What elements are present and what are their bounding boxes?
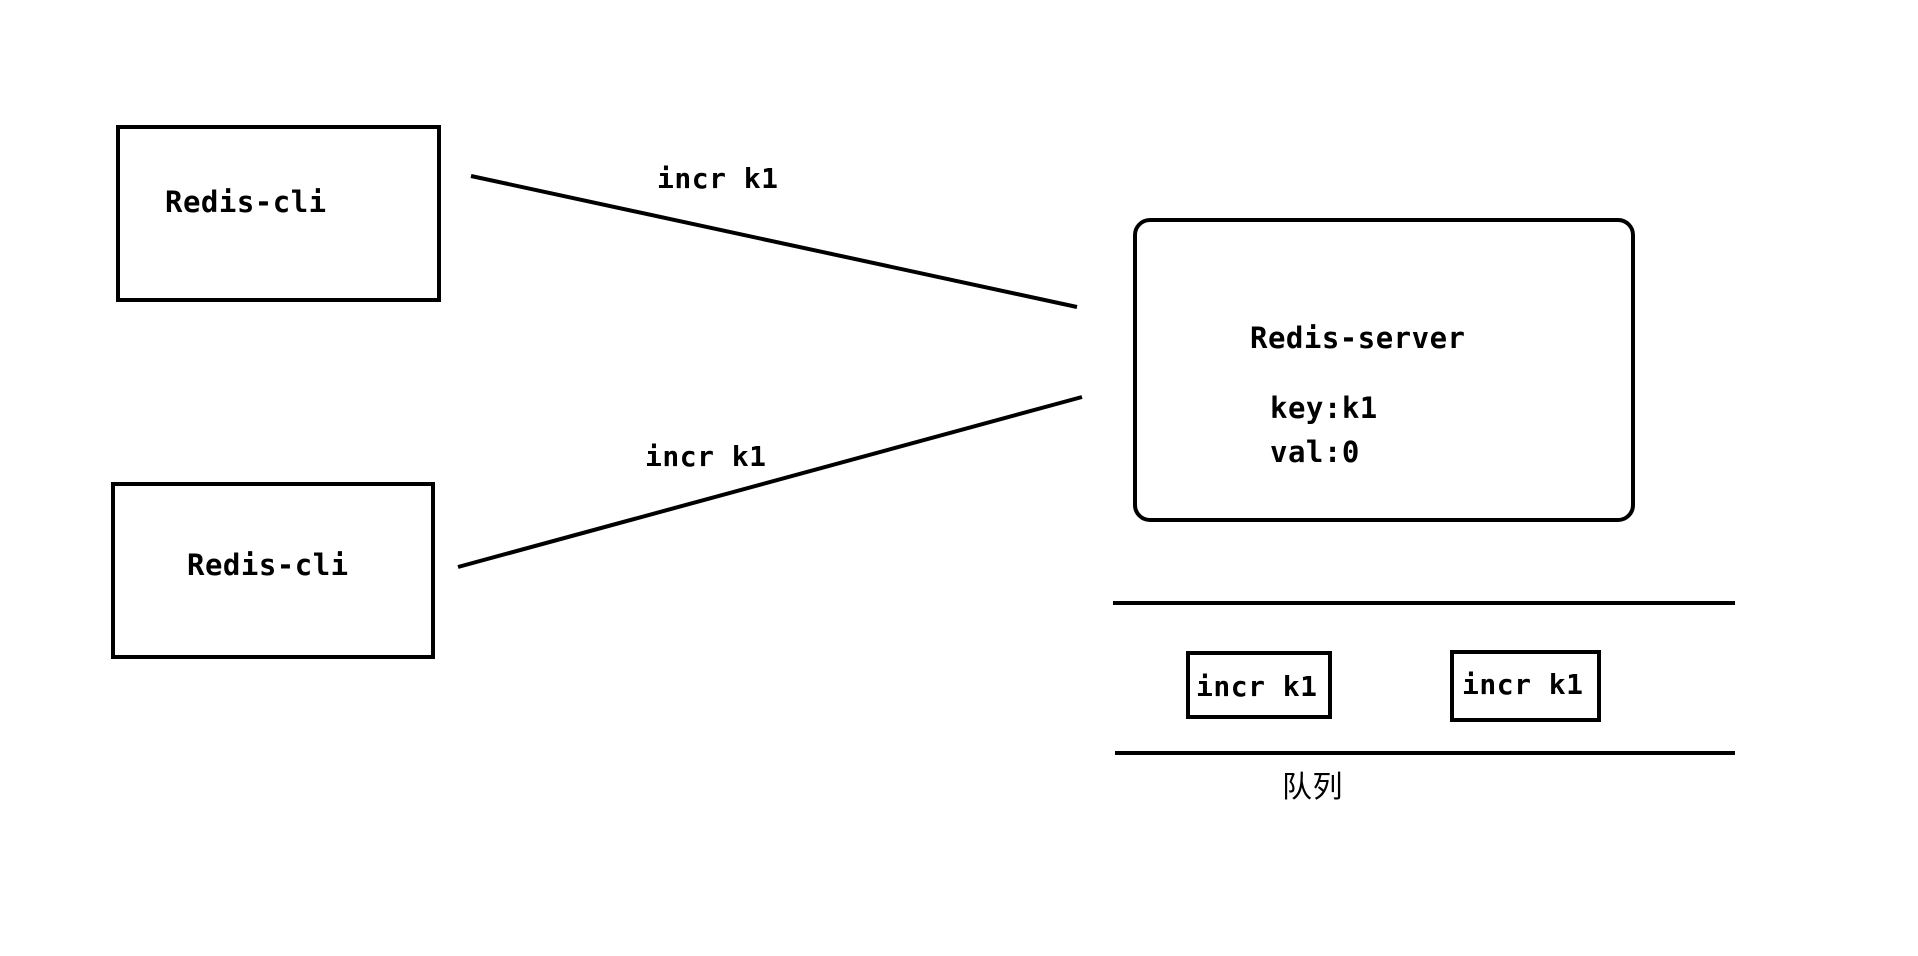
queue-label: 队列 xyxy=(1282,770,1343,805)
queue-item-label-1: incr k1 xyxy=(1196,670,1318,703)
queue-item-box-1 xyxy=(1186,651,1332,719)
connector-line-2 xyxy=(457,395,1083,569)
client-label-1: Redis-cli xyxy=(165,185,327,219)
server-val: val:0 xyxy=(1270,435,1360,469)
server-box xyxy=(1133,218,1635,522)
client-box-2 xyxy=(111,482,435,659)
client-box-1 xyxy=(116,125,441,302)
queue-item-box-2 xyxy=(1450,650,1601,722)
client-label-2: Redis-cli xyxy=(187,548,349,582)
queue-item-label-2: incr k1 xyxy=(1462,668,1584,701)
server-title: Redis-server xyxy=(1250,321,1466,355)
server-key: key:k1 xyxy=(1270,391,1378,425)
command-label-2: incr k1 xyxy=(645,440,767,473)
command-label-1: incr k1 xyxy=(657,162,779,195)
connector-line-1 xyxy=(470,174,1078,309)
